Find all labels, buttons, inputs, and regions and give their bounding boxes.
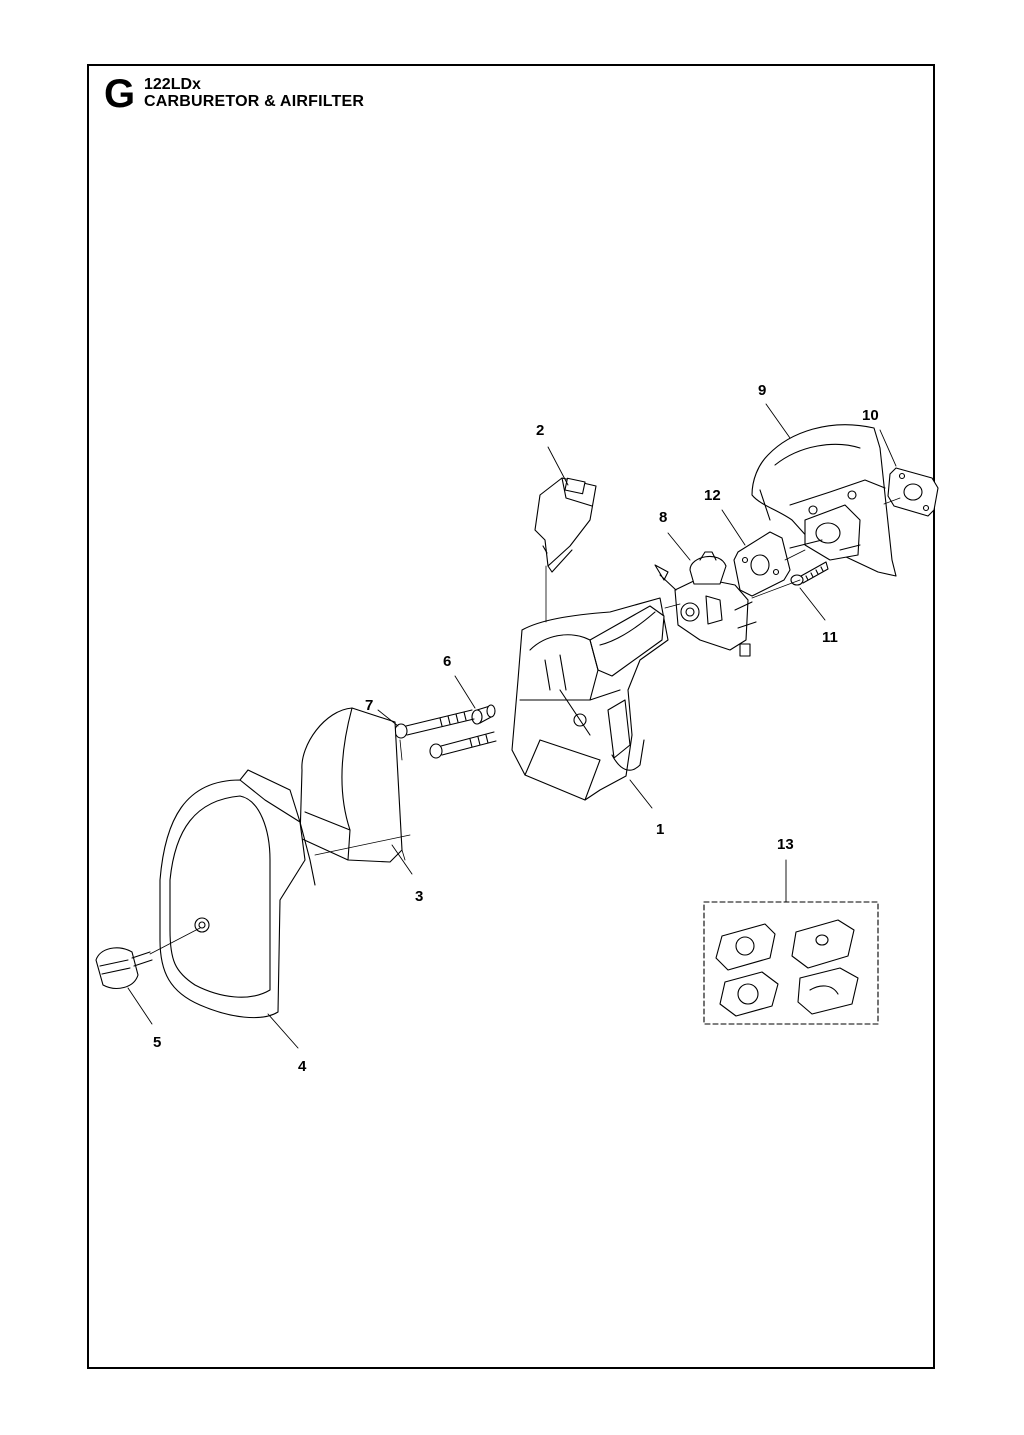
part-8-carburetor (654, 551, 757, 657)
callout-6: 6 (443, 653, 451, 670)
callout-12: 12 (704, 487, 721, 504)
leader-lines (127, 403, 897, 1049)
callout-3: 3 (415, 888, 423, 905)
callout-8: 8 (659, 509, 667, 526)
part-6-bushing (471, 704, 496, 725)
callout-2: 2 (536, 422, 544, 439)
part-5-knob (95, 947, 153, 989)
callout-4: 4 (298, 1058, 307, 1075)
callout-1: 1 (656, 821, 664, 838)
part-12-gasket (733, 531, 791, 597)
callout-13: 13 (777, 836, 794, 853)
part-13-gasket-kit (703, 901, 879, 1025)
part-2-bracket (534, 477, 597, 573)
part-1-intake-housing (511, 597, 669, 801)
model-name: 122LDx (144, 76, 201, 93)
page-title: CARBURETOR & AIRFILTER (144, 93, 365, 110)
section-letter: G (104, 72, 136, 116)
part-3-air-filter (299, 707, 403, 863)
callout-10: 10 (862, 407, 879, 424)
callout-11: 11 (822, 629, 838, 646)
callout-5: 5 (153, 1034, 161, 1051)
callout-9: 9 (758, 382, 766, 399)
page-frame (87, 64, 935, 1369)
part-4-filter-cover (159, 769, 316, 1019)
callout-7: 7 (365, 697, 373, 714)
part-7-screws (394, 709, 497, 759)
part-9-housing (751, 424, 897, 577)
alignment-lines (149, 497, 901, 955)
part-10-gasket (887, 467, 939, 517)
